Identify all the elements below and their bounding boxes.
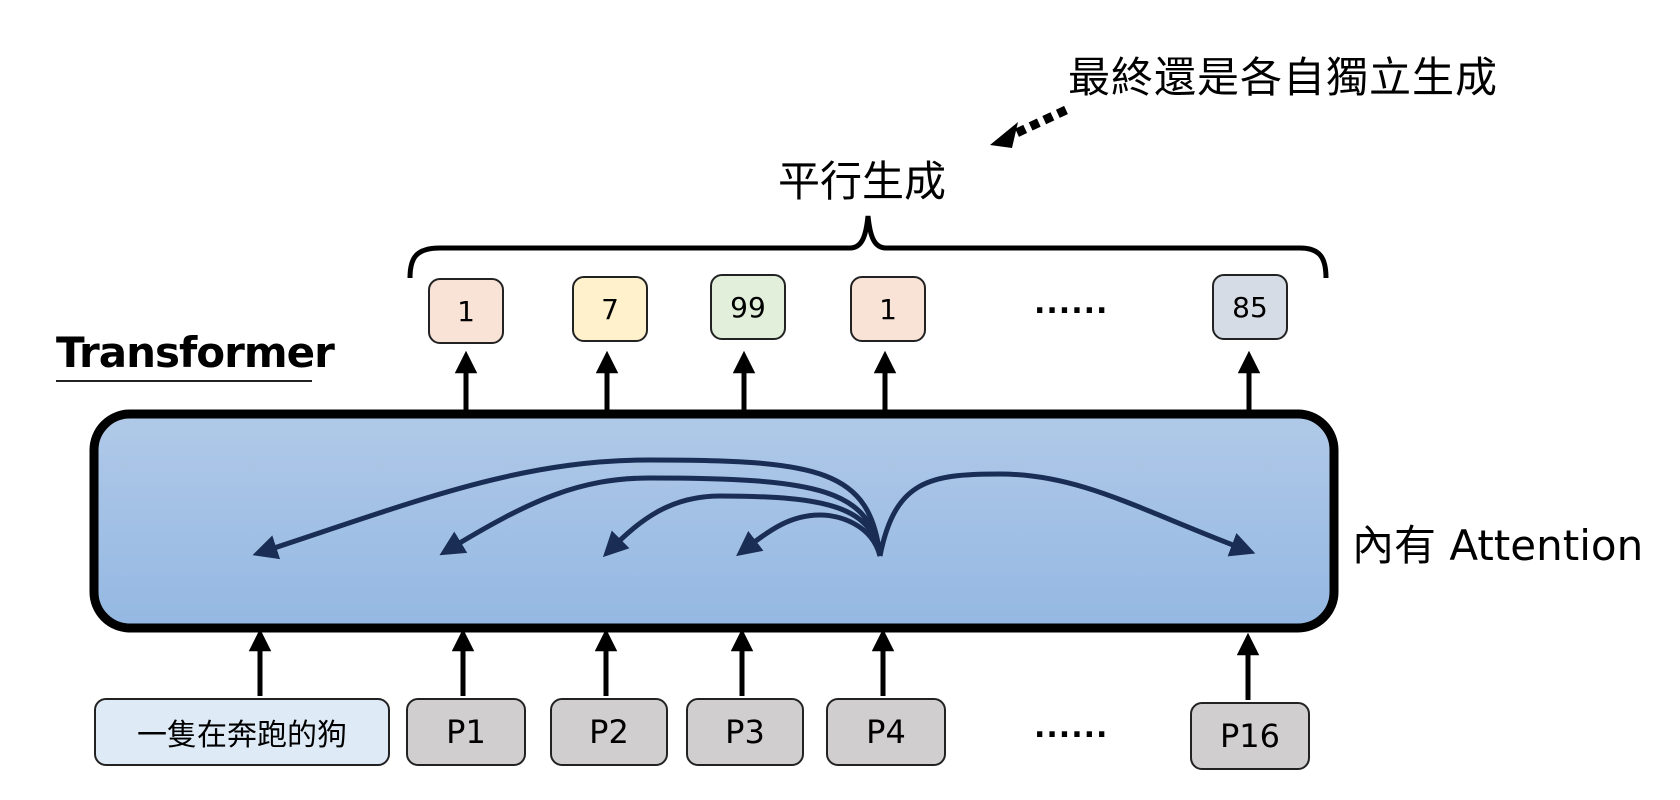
input-arrows (248, 628, 1260, 700)
attention-arc-to-p1 (439, 475, 883, 557)
input-patch: P16 (1190, 702, 1310, 770)
attention-arc-to-p2 (602, 493, 883, 558)
attention-arrows (252, 457, 1256, 560)
output-brace (407, 215, 1329, 279)
parallel-generation-label: 平行生成 (778, 157, 947, 206)
output-token: 7 (572, 276, 648, 342)
output-token: 1 (428, 278, 504, 344)
attention-arc-to-p16 (877, 471, 1256, 557)
output-token-label: 85 (1232, 290, 1268, 324)
input-text-prompt: 一隻在奔跑的狗 (94, 698, 390, 766)
attention-label: 內有 Attention (1352, 521, 1644, 570)
output-arrows (454, 350, 1261, 410)
output-token-label: 7 (601, 292, 619, 326)
input-patch: P1 (406, 698, 526, 766)
output-token-label: 99 (730, 290, 766, 324)
model-title: Transformer (56, 328, 335, 377)
output-token: 1 (850, 276, 926, 342)
independent-generation-note: 最終還是各自獨立生成 (1068, 53, 1499, 102)
dotted-arrowhead-icon (990, 122, 1018, 148)
input-patch-label: P16 (1219, 717, 1280, 755)
input-patch: P3 (686, 698, 804, 766)
output-token: 99 (710, 274, 786, 340)
output-ellipsis: ...... (1034, 286, 1109, 321)
output-token-label: 1 (457, 294, 475, 328)
attention-arc-to-text (252, 457, 883, 560)
output-token-label: 1 (879, 292, 897, 326)
input-patch: P2 (550, 698, 668, 766)
output-token: 85 (1212, 274, 1288, 340)
annotation-dotted-arrow (990, 105, 1068, 148)
input-patch: P4 (826, 698, 946, 766)
input-prompt-label: 一隻在奔跑的狗 (137, 718, 347, 753)
input-patch-label: P1 (446, 713, 486, 751)
transformer-block (89, 409, 1339, 633)
input-patch-label: P3 (725, 713, 765, 751)
attention-arc-to-p3 (736, 512, 883, 557)
title-underline (56, 380, 312, 382)
input-patch-label: P2 (589, 713, 629, 751)
input-ellipsis: ...... (1034, 710, 1109, 745)
input-patch-label: P4 (866, 713, 906, 751)
